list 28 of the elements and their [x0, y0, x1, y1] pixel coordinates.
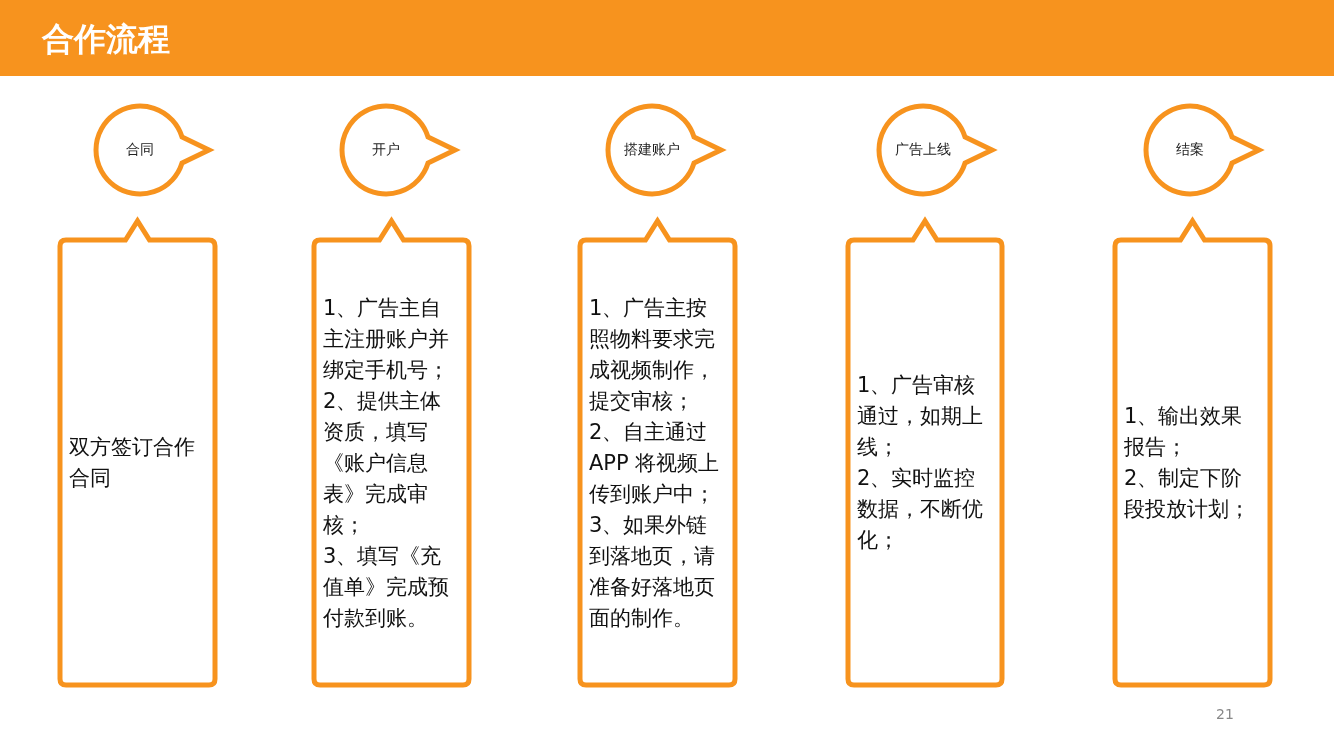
speech-bubble [1143, 103, 1263, 197]
step-text: 1、广告审核通过，如期上线； [857, 372, 984, 461]
step-text: 2、制定下阶段投放计划； [1124, 465, 1251, 523]
callout-box [577, 218, 738, 688]
step-text: 2、实时监控数据，不断优化； [857, 465, 984, 554]
callout-box [1112, 218, 1273, 688]
step-text: 2、自主通过 APP 将视频上传到账户中； [589, 418, 721, 508]
speech-bubble [339, 103, 459, 197]
speech-bubble [876, 103, 996, 197]
step-text: 3、填写《充值单》完成预付款到账。 [323, 542, 450, 632]
callout-box [57, 218, 218, 688]
speech-bubble [605, 103, 725, 197]
page-number: 21 [1216, 706, 1234, 722]
step-text: 3、如果外链到落地页，请准备好落地页面的制作。 [589, 511, 716, 632]
step-label: 广告上线 [894, 141, 952, 159]
callout-box [845, 218, 1005, 688]
step-text: 1、广告主按照物料要求完成视频制作，提交审核； [589, 294, 716, 415]
step-label: 合同 [125, 141, 155, 159]
page-title: 合作流程 [42, 19, 170, 60]
step-text: 1、输出效果报告； [1124, 403, 1244, 461]
speech-bubble [93, 103, 213, 197]
step-label: 开户 [371, 141, 401, 159]
step-label: 搭建账户 [623, 141, 681, 159]
callout-box [311, 218, 472, 688]
step-text: 2、提供主体资质，填写《账户信息表》完成审核； [323, 387, 443, 539]
step-text: 双方签订合作合同 [69, 434, 196, 492]
step-label: 结案 [1175, 141, 1205, 159]
step-text: 1、广告主自主注册账户并绑定手机号； [323, 294, 450, 384]
